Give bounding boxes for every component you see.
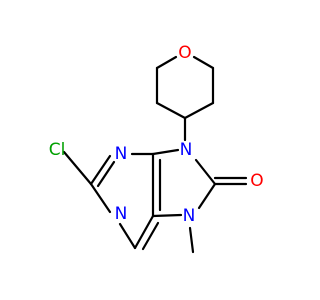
bond-c6-c5 <box>133 214 155 250</box>
atom-o-carbonyl: O <box>250 171 263 191</box>
atom-cl: Cl <box>49 140 66 160</box>
bond-c2-n3 <box>89 154 112 186</box>
bond-c2-cl <box>62 150 93 186</box>
bond-c8-n7 <box>197 182 217 210</box>
bond-o-c6prime <box>192 55 215 70</box>
molecule-structure: Cl N N N N O O <box>49 43 264 254</box>
atom-n1: N <box>115 204 128 224</box>
bonds <box>62 55 248 254</box>
atom-labels: Cl N N N N O O <box>49 43 264 226</box>
bond-c4-n9 <box>151 148 180 156</box>
bond-n9-c8 <box>194 158 217 186</box>
atom-n9: N <box>180 140 193 160</box>
bond-c2-n3-double <box>96 160 116 188</box>
atom-n3: N <box>115 144 128 164</box>
atom-o-ring: O <box>178 43 191 63</box>
atom-n7: N <box>183 206 196 226</box>
bond-c2prime-o <box>155 55 178 70</box>
bond-c6-c5-double <box>141 221 160 251</box>
bond-n7-c5 <box>151 213 183 218</box>
bond-c5prime-c4prime <box>183 101 215 120</box>
bond-n1-c6 <box>118 222 137 250</box>
bond-n7-methyl <box>188 226 195 254</box>
bond-c2-n1 <box>89 182 112 214</box>
bond-c4prime-c3prime <box>155 101 187 120</box>
